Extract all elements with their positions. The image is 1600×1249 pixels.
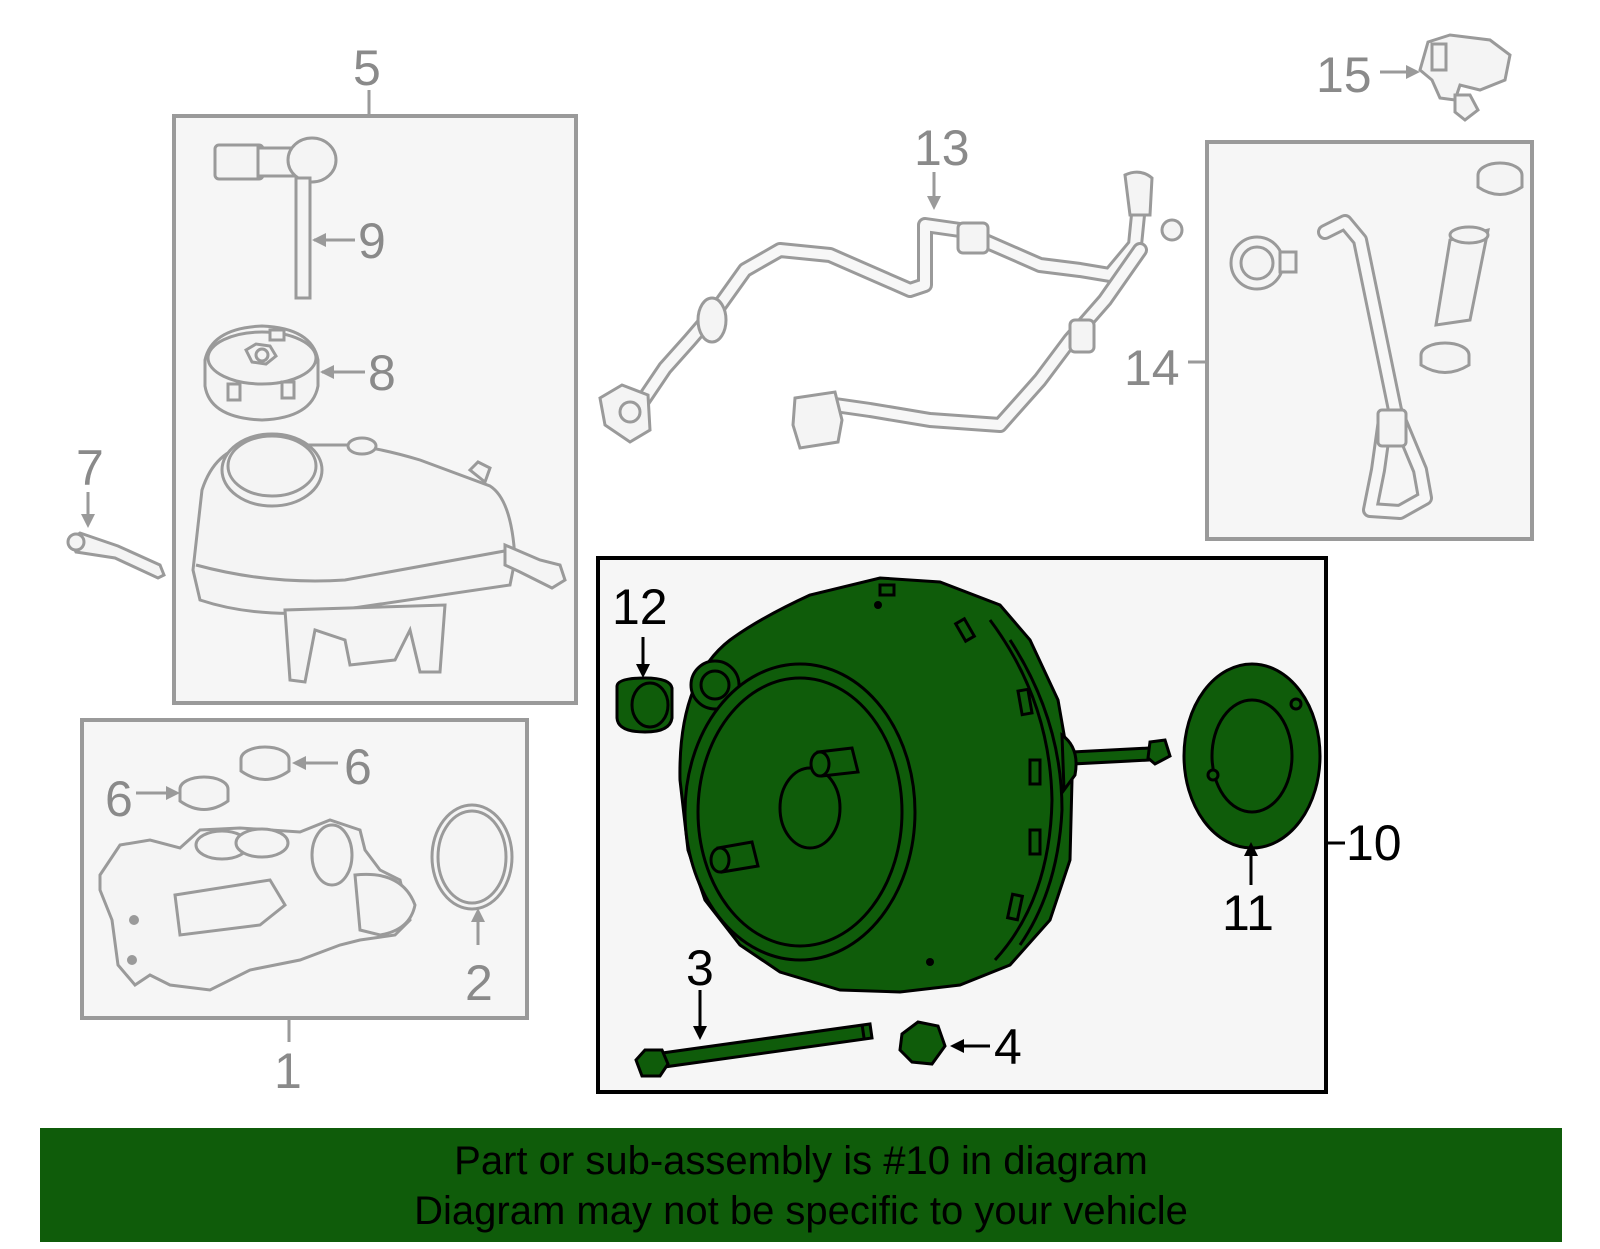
fluid-level-sensor: [213, 136, 338, 300]
pressure-sensor: [1380, 33, 1512, 122]
info-banner: Part or sub-assembly is #10 in diagram D…: [40, 1128, 1562, 1242]
callout-11: 11: [1222, 885, 1274, 941]
callout-14: 14: [1124, 340, 1180, 396]
callout-9: 9: [358, 213, 386, 269]
callout-5: 5: [353, 40, 381, 96]
reservoir-seal-a: [239, 745, 291, 781]
vacuum-hose: [598, 170, 1184, 450]
callout-15: 15: [1316, 47, 1372, 103]
callout-12: 12: [612, 579, 668, 635]
callout-4: 4: [994, 1019, 1022, 1075]
brake-booster-group: [596, 556, 1345, 1094]
master-cylinder-group: [80, 718, 529, 1042]
booster-nut[interactable]: [898, 1020, 947, 1066]
callout-6b: 6: [105, 771, 133, 827]
reservoir-seal-b: [178, 775, 230, 811]
hose-kit-group: [1188, 140, 1534, 541]
reservoir-pin: [66, 492, 166, 580]
callout-3: 3: [686, 940, 714, 996]
master-cylinder: [98, 818, 417, 992]
booster-stud[interactable]: [634, 1022, 874, 1078]
reservoir-cap: [203, 324, 320, 422]
hose-kit-parts: [1229, 161, 1524, 520]
o-ring: [430, 803, 514, 911]
callout-6a: 6: [344, 739, 372, 795]
banner-line-1: Part or sub-assembly is #10 in diagram: [454, 1139, 1148, 1183]
reservoir-tank: [191, 432, 567, 684]
banner-line-2: Diagram may not be specific to your vehi…: [414, 1189, 1188, 1233]
booster-grommet[interactable]: [615, 676, 674, 734]
booster-studs: [709, 746, 860, 874]
booster-gasket[interactable]: [1182, 662, 1322, 850]
callout-13: 13: [914, 120, 970, 176]
reservoir-group: [172, 90, 578, 705]
callout-10: 10: [1346, 815, 1402, 871]
brake-booster[interactable]: [678, 576, 1172, 994]
callout-7: 7: [76, 440, 104, 496]
callout-2: 2: [465, 955, 493, 1011]
callout-1: 1: [274, 1043, 302, 1099]
callout-8: 8: [368, 345, 396, 401]
